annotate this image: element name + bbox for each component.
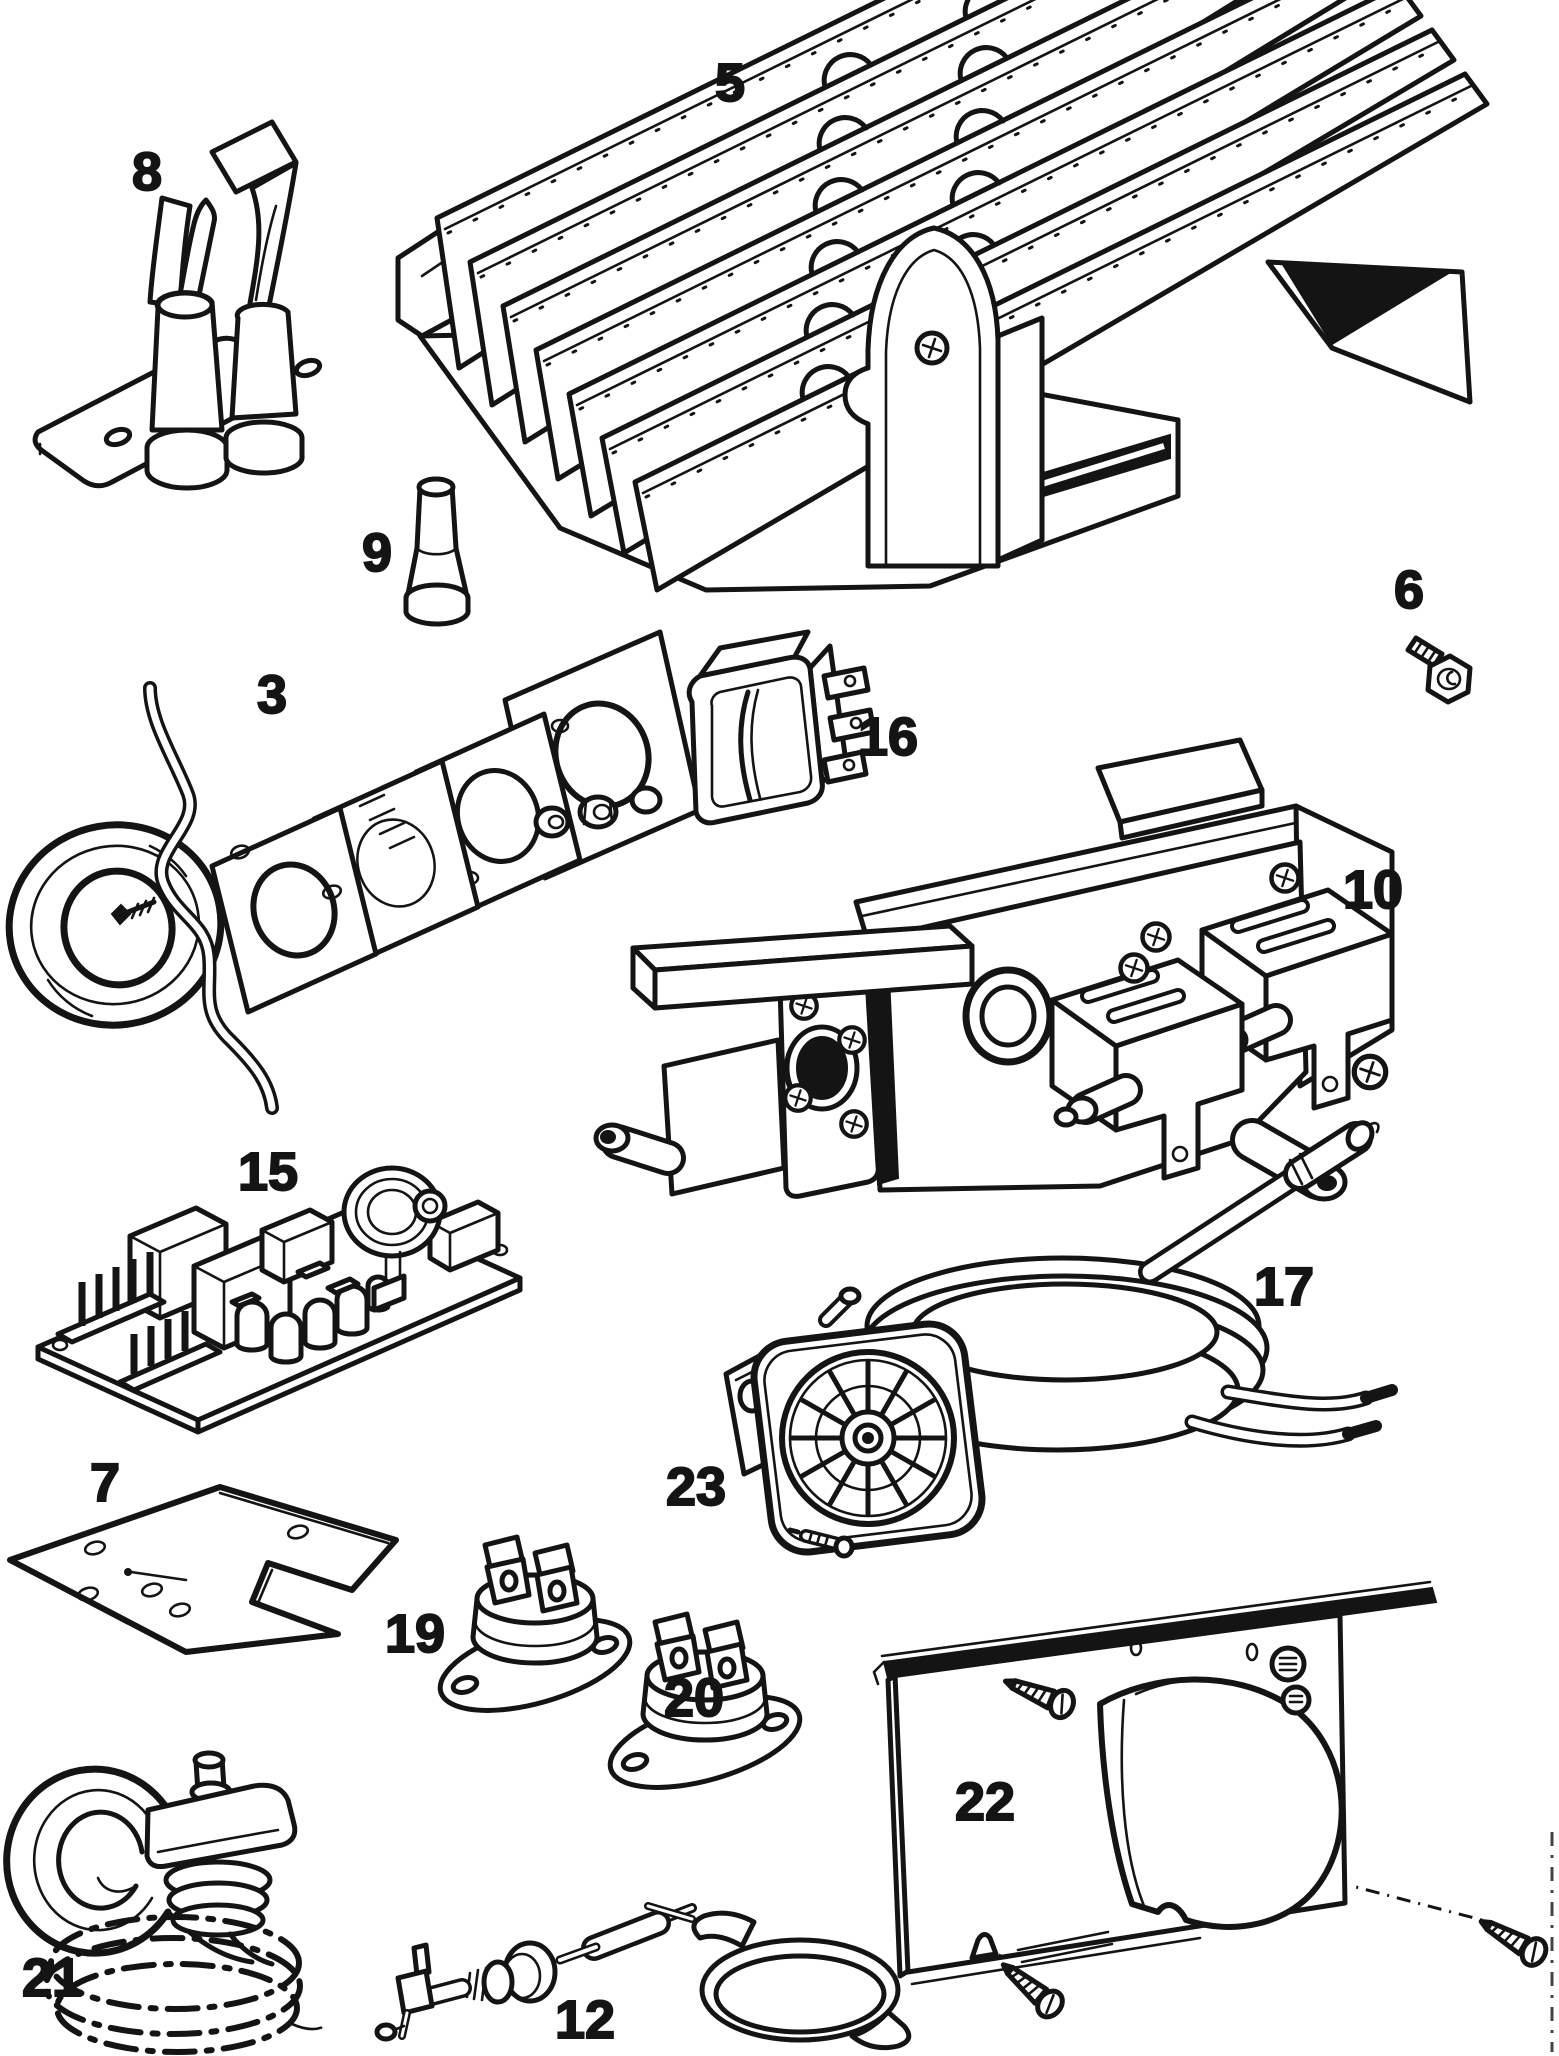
part-label-15: 15 [238, 1142, 298, 1202]
part-9-push-button-cap [403, 476, 471, 627]
part-label-20: 20 [664, 1668, 724, 1728]
part-5-finned-burner-assembly [395, 0, 1490, 593]
part-16-rocker-switch [686, 629, 877, 826]
part-21-capillary-thermostat-sensor [3, 1750, 332, 2055]
part-23-air-pressure-switch [723, 1286, 986, 1559]
part-12-thermocouple-probe [374, 1902, 912, 2051]
part-8-ignition-electrode-assembly [32, 119, 323, 491]
part-label-12: 12 [555, 1990, 615, 2050]
part-6-injector-bolt [1405, 635, 1473, 705]
part-label-19: 19 [385, 1604, 445, 1664]
part-19-limit-thermostat [430, 1537, 639, 1729]
part-label-6: 6 [1394, 560, 1424, 620]
part-label-3: 3 [257, 665, 287, 725]
part-label-10: 10 [1343, 860, 1403, 920]
part-7-notched-mounting-plate [7, 1484, 399, 1655]
part-22-fan-cover-panel [872, 1580, 1554, 2052]
part-label-7: 7 [90, 1453, 120, 1513]
part-label-22: 22 [955, 1772, 1015, 1832]
part-3-sight-glass-gasket-stack [5, 629, 703, 1115]
part-label-16: 16 [858, 707, 918, 767]
part-label-17: 17 [1254, 1257, 1314, 1317]
part-label-21: 21 [22, 1948, 82, 2008]
part-label-9: 9 [362, 523, 392, 583]
part-15-control-circuit-board [35, 1165, 523, 1435]
part-label-5: 5 [715, 53, 745, 113]
part-10-gas-valve [593, 737, 1395, 1202]
part-label-8: 8 [132, 142, 162, 202]
part-label-23: 23 [666, 1457, 726, 1517]
